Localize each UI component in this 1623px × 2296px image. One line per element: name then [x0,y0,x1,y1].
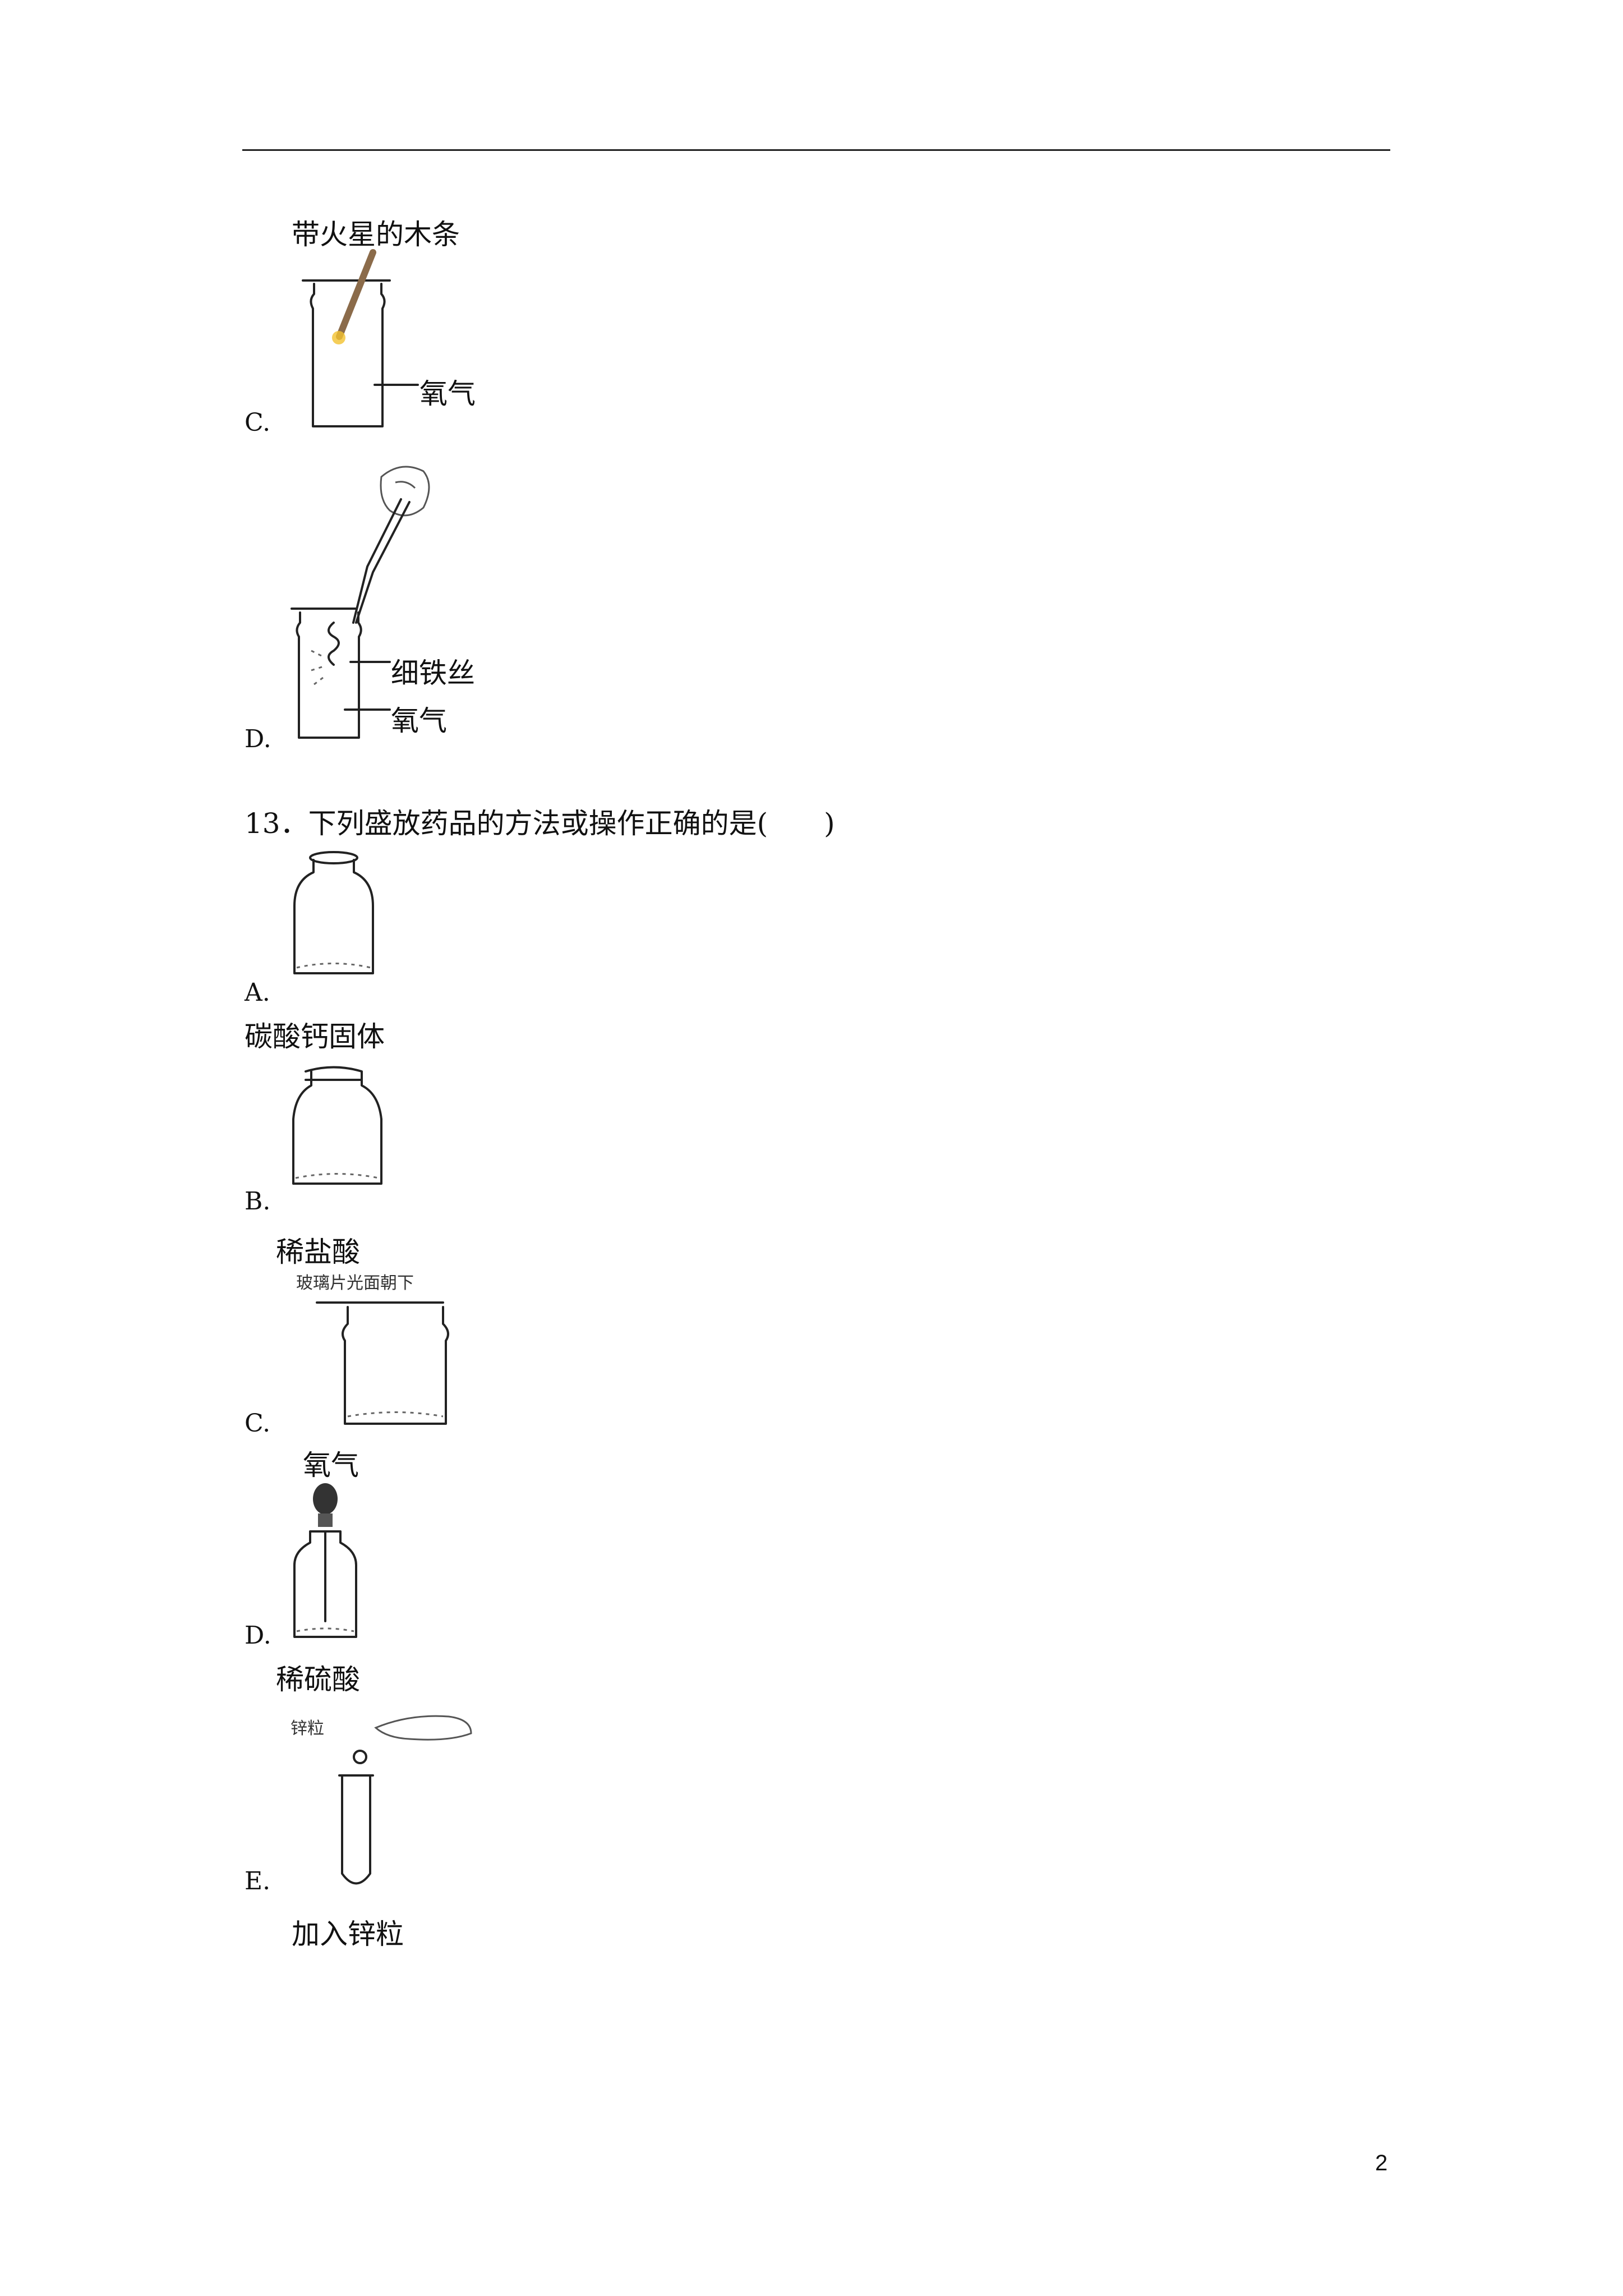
option-b-letter: B. [245,1187,271,1216]
option-d-figure [293,1483,357,1638]
option-c-caption: 氧气 [303,1449,359,1481]
option-d-letter: D. [245,1621,271,1650]
option-e-top-note: 锌粒 [291,1719,324,1738]
option-a-caption: 碳酸钙固体 [245,1020,385,1053]
option-e-caption: 加入锌粒 [292,1918,404,1950]
option-d-caption: 稀硫酸 [276,1663,360,1696]
option-a-letter: A. [245,978,270,1007]
oxygen-label-d: 氧气 [391,705,447,737]
splint-bottle-figure [302,249,419,427]
iron-wire-figure [291,466,430,739]
header-rule [242,149,1390,151]
option-a-figure [293,851,374,974]
oxygen-label-c: 氧气 [419,378,476,410]
option-b-caption: 稀盐酸 [276,1236,360,1268]
iron-wire-label: 细铁丝 [391,657,475,689]
question-13-text: 13．下列盛放药品的方法或操作正确的是( ) [245,807,835,840]
option-c-top: C. [245,408,271,437]
splint-label: 带火星的木条 [292,218,460,251]
option-c-figure [316,1301,449,1425]
option-d-top: D. [245,725,271,753]
option-b-figure [292,1066,382,1185]
page-number: 2 [1375,2151,1388,2175]
option-e-letter: E. [245,1867,271,1895]
option-c-letter: C. [245,1409,271,1438]
option-e-figure [338,1715,472,1885]
option-c-top-note: 玻璃片光面朝下 [296,1273,414,1293]
